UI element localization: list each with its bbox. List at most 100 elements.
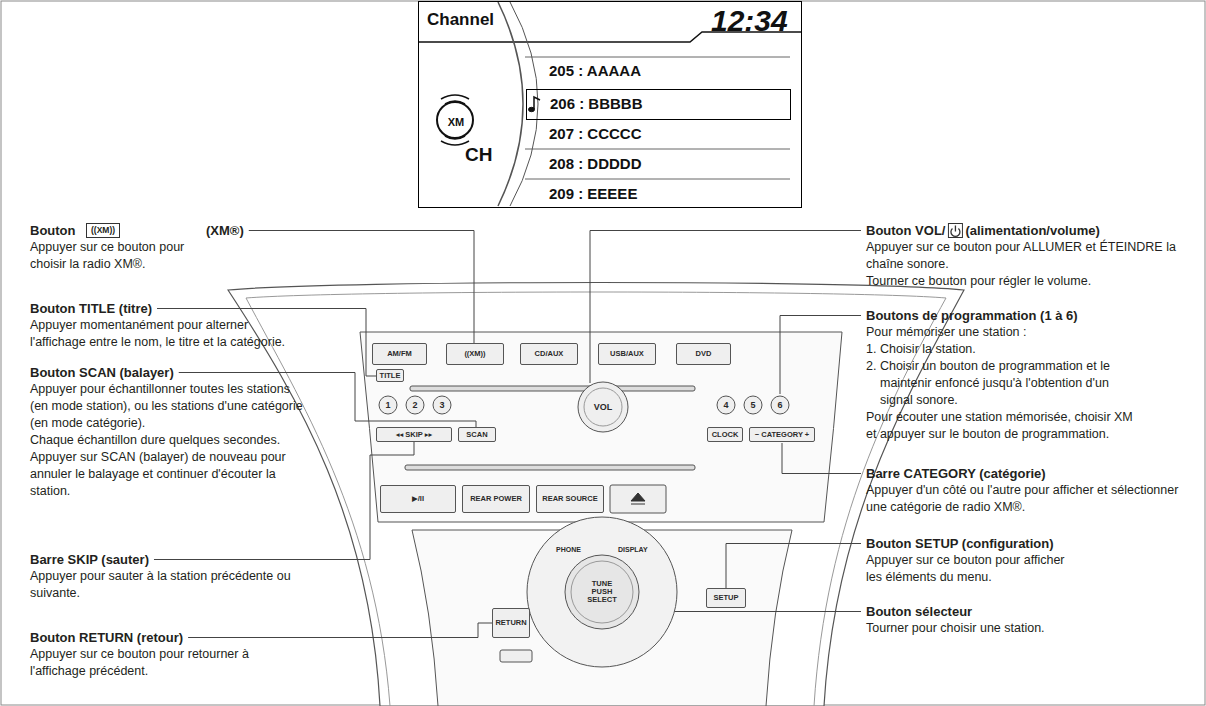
xm-waves	[441, 95, 469, 145]
callout-heading: Bouton sélecteur	[866, 603, 972, 620]
button-label: CLOCK	[712, 431, 739, 439]
console-button: ▶/II	[380, 485, 456, 513]
button-label: TITLE	[380, 372, 401, 380]
round-button: 3	[432, 395, 452, 415]
screen-text: CH	[465, 144, 492, 166]
callout-heading: Bouton SETUP (configuration)	[866, 535, 1054, 552]
callout-text: Pour écouter une station mémorisée, choi…	[866, 409, 1141, 443]
button-outline	[433, 396, 451, 414]
music-note	[529, 107, 535, 111]
callout-text: Chaque échantillon dure quelques seconde…	[30, 432, 312, 500]
button-label: REAR SOURCE	[542, 495, 597, 503]
console-button: ((XM))	[446, 343, 504, 365]
button-label: VOL	[594, 402, 613, 412]
console-button: ◂◂ SKIP ▸▸	[376, 427, 452, 442]
screen-text: Channel	[427, 10, 494, 30]
xm-logo	[437, 102, 473, 138]
round-button: VOL	[577, 381, 629, 433]
console-button: REAR SOURCE	[536, 485, 604, 513]
button-label: TUNE PUSH SELECT	[585, 580, 619, 604]
button-label: SETUP	[713, 594, 738, 602]
button-label: ((XM))	[464, 350, 485, 358]
console-button: CLOCK	[707, 427, 743, 442]
button-label: 5	[750, 400, 755, 410]
dvd-slot	[405, 465, 695, 470]
screen-text: XM	[444, 115, 468, 129]
callout-step: 2. Choisir un bouton de programmation et…	[866, 358, 1116, 409]
button-outline	[527, 517, 677, 667]
cd-slot	[410, 386, 695, 391]
control-ring: PHONE DISPLAY TUNE PUSH SELECT	[526, 516, 678, 668]
callout-text: Appuyer momentanément pour alterner l'af…	[30, 317, 295, 351]
round-button: 1	[378, 395, 398, 415]
callout-text: Appuyer sur ce bouton pour choisir la ra…	[30, 239, 220, 273]
button-outline	[578, 382, 628, 432]
callout-heading: Bouton SCAN (balayer)	[30, 364, 174, 381]
button-outline	[717, 396, 735, 414]
callout-heading: Barre SKIP (sauter)	[30, 551, 149, 568]
button-outline	[406, 396, 424, 414]
screen-decoration	[419, 2, 801, 206]
callout-heading: Bouton TITLE (titre)	[30, 300, 152, 317]
selector-knob: TUNE PUSH SELECT	[564, 554, 640, 630]
screen-arc	[498, 2, 523, 206]
console-button: DVD	[676, 343, 731, 365]
screen-text: 208 : DDDDD	[549, 156, 642, 172]
button-label: AM/FM	[387, 350, 412, 358]
callout-heading: Bouton RETURN (retour)	[30, 629, 183, 646]
console-bezel	[228, 283, 964, 706]
round-button: 5	[743, 395, 763, 415]
button-label: PHONE	[556, 546, 581, 554]
leader-line	[590, 231, 861, 384]
power-icon-box	[948, 224, 962, 238]
console-button: USB/AUX	[598, 343, 656, 365]
leader-line	[782, 443, 861, 474]
callout-text: Pour mémoriser une station :	[866, 324, 1196, 341]
console-button: CD/AUX	[520, 343, 578, 365]
round-button: 6	[770, 395, 790, 415]
button-outline	[744, 396, 762, 414]
callout-text: Appuyer d'un côté ou l'autre pour affich…	[866, 482, 1196, 516]
callout-heading: (XM®)	[206, 222, 244, 239]
eject-symbol	[631, 493, 645, 504]
screen-text: 207 : CCCCC	[549, 126, 642, 142]
button-label: 3	[439, 400, 444, 410]
eject-button	[610, 485, 666, 513]
console-button: SETUP	[706, 588, 746, 608]
button-label: REAR POWER	[470, 495, 522, 503]
selected-channel-row: 206 : BBBBB	[526, 89, 791, 120]
console-button: TITLE	[376, 369, 404, 382]
button-label: SCAN	[466, 431, 487, 439]
button-label: USB/AUX	[610, 350, 644, 358]
screen-text: 205 : AAAAA	[549, 63, 641, 79]
xm-button-icon: ((XM))	[86, 223, 120, 238]
face-panel	[360, 332, 842, 522]
button-label: DVD	[696, 350, 712, 358]
button-label: − CATEGORY +	[755, 431, 809, 439]
leader-line	[249, 231, 474, 344]
callout-text: Appuyer sur ce bouton pour retourner à l…	[30, 646, 275, 680]
button-outline	[379, 396, 397, 414]
round-button: 2	[405, 395, 425, 415]
callout-text: Tourner pour choisir une station.	[866, 620, 1196, 637]
callout-text: Appuyer pour échantillonner toutes les s…	[30, 381, 310, 432]
callout-text: Appuyer sur ce bouton pour afficher les …	[866, 552, 1081, 586]
screen-text: 206 : BBBBB	[550, 96, 643, 112]
knob-rim	[584, 388, 622, 426]
console-button: − CATEGORY +	[749, 427, 815, 442]
button-label: 6	[777, 400, 782, 410]
button-label: CD/AUX	[535, 350, 564, 358]
callout-text: 1. Choisir la station.	[866, 341, 1196, 358]
console-button: REAR POWER	[462, 485, 530, 513]
leader-line	[780, 316, 861, 395]
leader-line	[726, 544, 861, 589]
small-button	[500, 650, 532, 662]
button-outline	[565, 555, 639, 629]
button-label: DISPLAY	[618, 546, 648, 554]
callout-text: Tourner ce bouton pour régler le volume.	[866, 273, 1196, 290]
callout-heading: Bouton	[30, 222, 75, 239]
button-label: ◂◂ SKIP ▸▸	[396, 431, 433, 439]
button-label: 1	[385, 400, 390, 410]
